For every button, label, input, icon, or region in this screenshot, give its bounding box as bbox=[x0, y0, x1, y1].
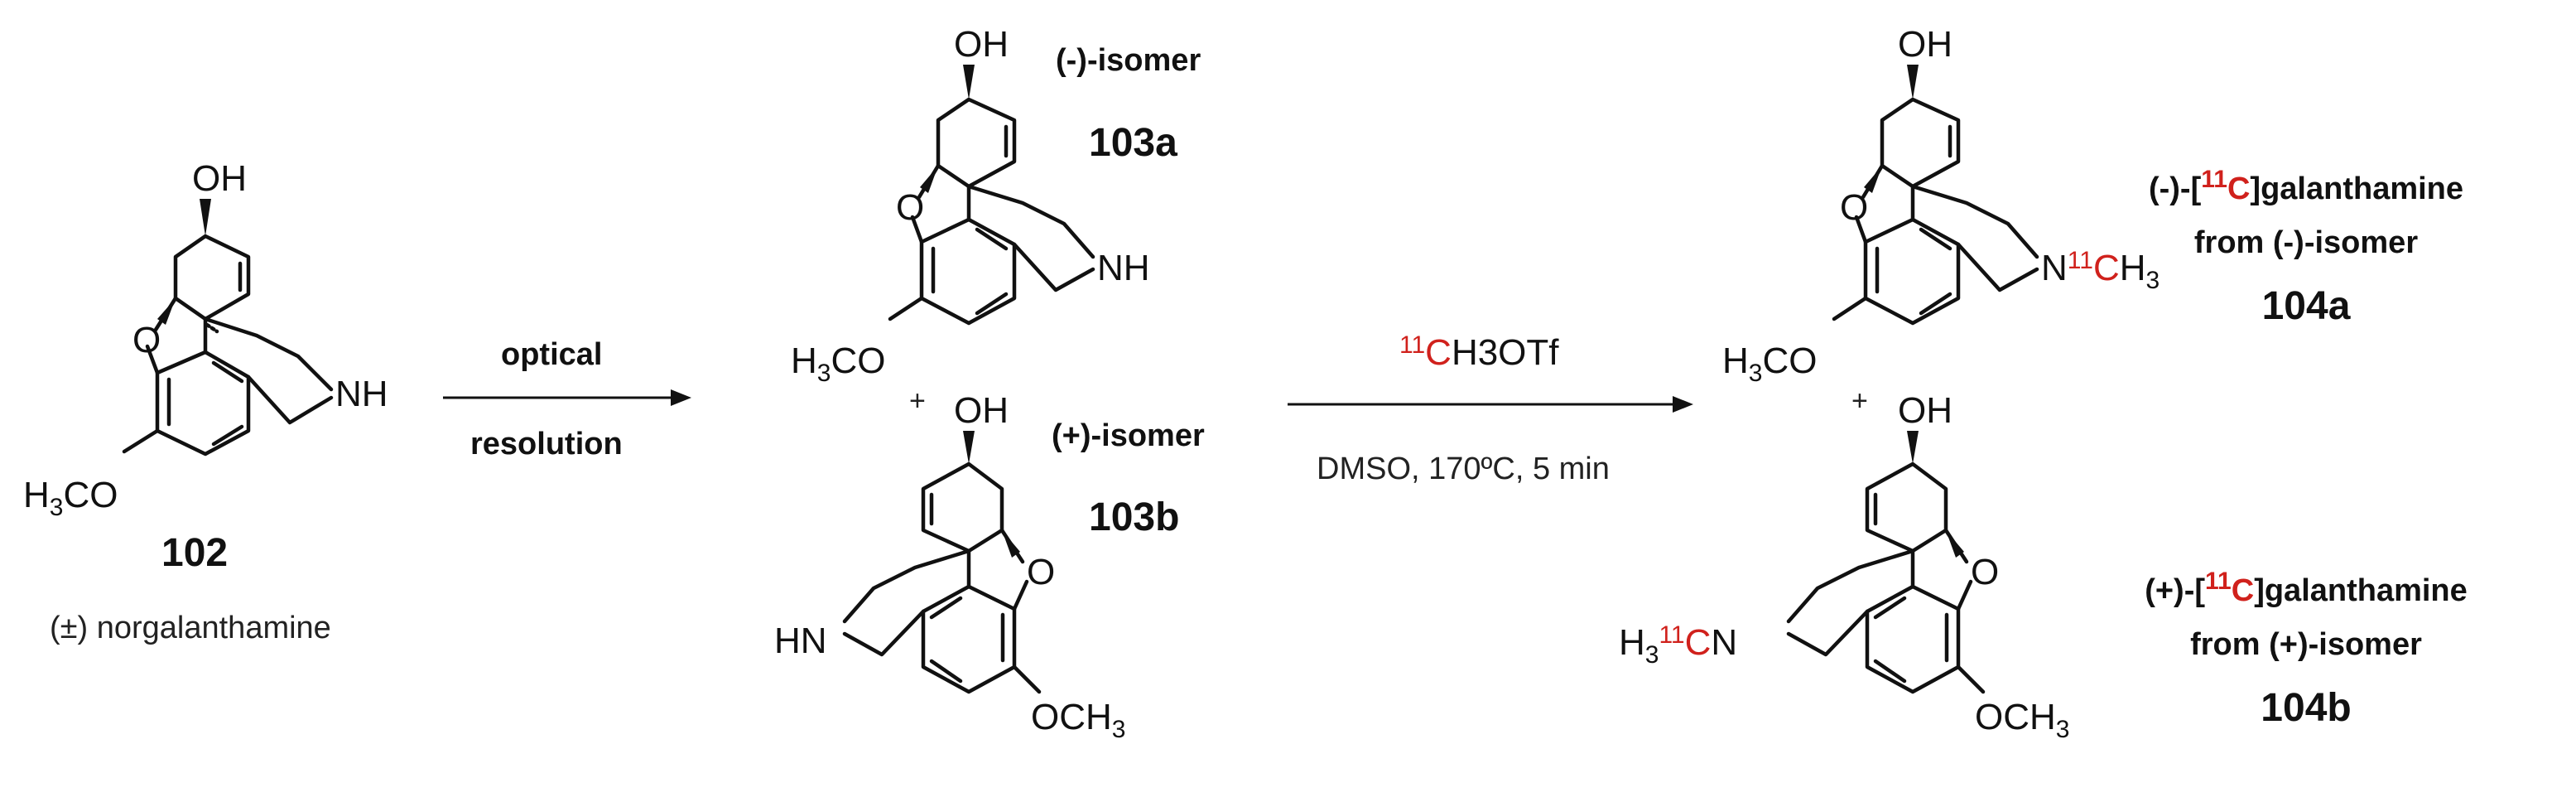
label-hn-103b: HN bbox=[774, 621, 827, 661]
step2-conditions: DMSO, 170ºC, 5 min bbox=[1317, 452, 1610, 486]
reaction-arrow-2: 11CH3OTf DMSO, 170ºC, 5 min bbox=[1288, 331, 1693, 486]
plus-sign-1: + bbox=[909, 385, 926, 417]
label-nh-103a: NH bbox=[1097, 248, 1150, 288]
molecule-103b: OH O HN OCH3 (+)-isomer 103b bbox=[774, 390, 1205, 743]
compound-number-102: 102 bbox=[161, 531, 228, 575]
label-o-104a: O bbox=[1840, 187, 1868, 228]
step2-reagent: 11CH3OTf bbox=[1399, 331, 1559, 373]
isomer-label-103a: (-)-isomer bbox=[1056, 43, 1201, 78]
skeleton-104a bbox=[1832, 65, 2039, 326]
step1-bottom-label: resolution bbox=[470, 427, 623, 461]
label-h311cn-104b: H311CN bbox=[1619, 621, 1737, 669]
label-oh-103a: OH bbox=[954, 24, 1009, 65]
label-o-104b: O bbox=[1971, 552, 1999, 592]
isomer-label-103b: (+)-isomer bbox=[1052, 418, 1205, 453]
product-source-104a: from (-)-isomer bbox=[2194, 225, 2418, 260]
label-o-102: O bbox=[132, 320, 161, 360]
compound-number-103a: 103a bbox=[1089, 121, 1177, 165]
plus-sign-2: + bbox=[1851, 385, 1868, 417]
molecule-102: OH O NH H3CO 102 (±) norgalanthamine bbox=[23, 158, 388, 645]
skeleton-103a bbox=[888, 65, 1095, 326]
molecule-103a: OH O NH H3CO (-)-isomer 103a bbox=[791, 24, 1201, 387]
label-nh-102: NH bbox=[335, 374, 388, 414]
product-label-104a: (-)-[11C]galanthamine from (-)-isomer 10… bbox=[2149, 166, 2463, 328]
skeleton-102 bbox=[122, 199, 334, 457]
label-oh-104b: OH bbox=[1898, 390, 1952, 431]
compound-number-103b: 103b bbox=[1089, 495, 1179, 539]
product-name-104a: (-)-[11C]galanthamine bbox=[2149, 166, 2463, 206]
product-name-104b: (+)-[11C]galanthamine bbox=[2145, 568, 2468, 608]
product-source-104b: from (+)-isomer bbox=[2190, 627, 2422, 662]
label-h3co-104a: H3CO bbox=[1722, 341, 1817, 387]
skeleton-104b bbox=[1786, 431, 1986, 694]
molecule-104b: OH O H311CN OCH3 bbox=[1619, 390, 2069, 743]
label-oh-102: OH bbox=[192, 158, 247, 199]
label-o-103a: O bbox=[896, 187, 924, 228]
label-n11ch3-104a: N11CH3 bbox=[2041, 247, 2160, 294]
label-och3-103b: OCH3 bbox=[1031, 697, 1125, 743]
label-h3co-103a: H3CO bbox=[791, 341, 885, 387]
label-och3-104b: OCH3 bbox=[1975, 697, 2069, 743]
compound-number-104a: 104a bbox=[2262, 284, 2351, 328]
label-h3co-102: H3CO bbox=[23, 475, 118, 521]
molecule-104a: OH O N11CH3 H3CO bbox=[1722, 24, 2160, 387]
step1-top-label: optical bbox=[501, 337, 602, 372]
skeleton-103b bbox=[842, 431, 1042, 694]
compound-name-102: (±) norgalanthamine bbox=[50, 611, 331, 645]
label-oh-103b: OH bbox=[954, 390, 1009, 431]
reaction-arrow-1: optical resolution bbox=[443, 337, 691, 461]
label-o-103b: O bbox=[1027, 552, 1055, 592]
product-label-104b: (+)-[11C]galanthamine from (+)-isomer 10… bbox=[2145, 568, 2468, 730]
compound-number-104b: 104b bbox=[2261, 686, 2351, 730]
label-oh-104a: OH bbox=[1898, 24, 1952, 65]
